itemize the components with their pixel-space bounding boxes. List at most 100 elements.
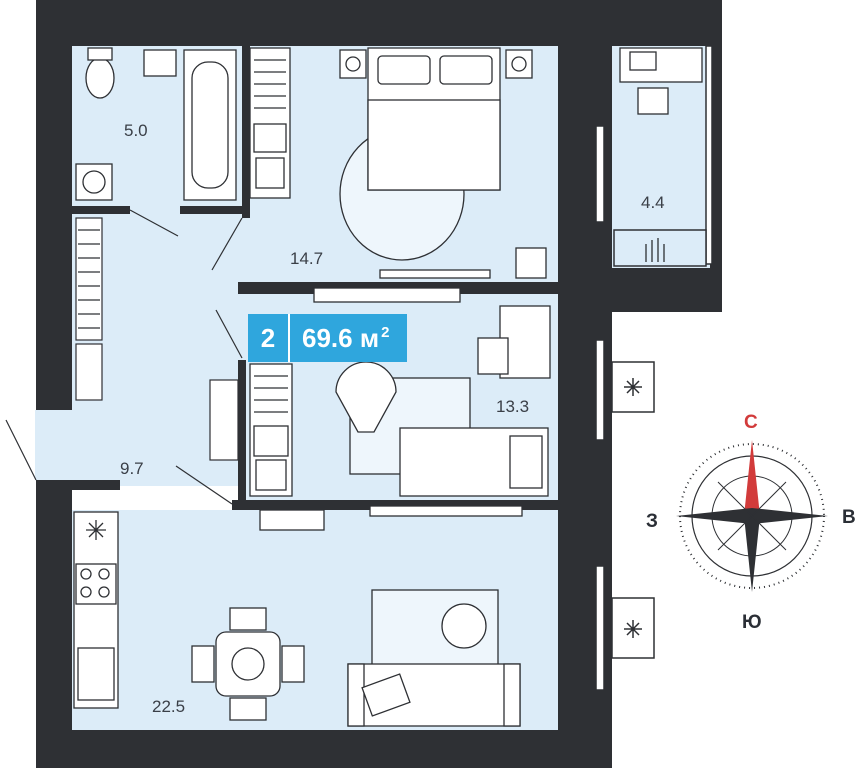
wall-balcony-bottom xyxy=(558,268,722,312)
wall-balcony-right xyxy=(710,0,722,312)
chair-bottom xyxy=(229,697,267,721)
chair-left xyxy=(191,645,215,683)
door-balcony-b xyxy=(571,179,597,223)
wall-bath-right xyxy=(242,46,250,218)
compass-needle-north xyxy=(744,440,760,516)
plant-box xyxy=(515,247,547,279)
wardrobe-bed1-hangers xyxy=(254,59,286,109)
chair-top xyxy=(229,607,267,631)
door-bath xyxy=(129,209,179,237)
wall-bath-bottom xyxy=(72,206,130,214)
walls xyxy=(36,0,722,768)
compass-needle-se xyxy=(747,511,787,551)
box-bed2 xyxy=(255,459,287,491)
compass-needle-east xyxy=(752,508,828,524)
room-area-hallway: 9.7 xyxy=(120,459,144,478)
total-area-value: 69.6 м xyxy=(302,322,380,353)
window-living xyxy=(595,565,605,691)
burner-3 xyxy=(80,586,92,598)
toilet xyxy=(85,57,115,99)
wardrobe-hall xyxy=(75,217,103,341)
box-bed1 xyxy=(255,157,285,189)
sofa-cushion xyxy=(361,673,411,717)
kitchen-sink xyxy=(77,647,115,701)
kitchen-hood-star xyxy=(86,520,106,540)
bedroom-furniture xyxy=(249,47,547,279)
wardrobe-hangers xyxy=(78,229,100,329)
wall-bottom xyxy=(36,730,606,768)
window-balcony xyxy=(705,45,713,265)
chair-balcony xyxy=(637,87,669,115)
drawers-bed2 xyxy=(253,425,289,457)
cabinet-living-top xyxy=(259,509,325,531)
washer-drum xyxy=(82,170,106,194)
door-bedroom xyxy=(211,217,243,271)
sink xyxy=(143,49,177,77)
tv-bedroom xyxy=(379,269,491,279)
compass-west-label: З xyxy=(646,511,658,532)
compass-east-label: В xyxy=(842,507,856,528)
lamp-right xyxy=(511,56,527,72)
wall-left-lower xyxy=(36,480,72,768)
door-entrance xyxy=(5,419,37,481)
armchair-bed2 xyxy=(335,361,397,433)
wardrobe-bed2-hangers xyxy=(254,375,288,413)
wall-kitchen-stub xyxy=(72,480,120,490)
window-balcony-box xyxy=(613,229,707,267)
blanket xyxy=(367,99,501,191)
sofa-arm-right xyxy=(503,663,521,727)
window-bedroom xyxy=(595,125,605,223)
burner-4 xyxy=(98,586,110,598)
pillow-left xyxy=(377,55,431,85)
room-area-bedroom2: 13.3 xyxy=(496,397,529,416)
compass-needle-west xyxy=(676,508,752,524)
windows xyxy=(595,45,713,691)
compass-needle-south xyxy=(744,516,760,592)
entrance-floor xyxy=(35,410,75,480)
tv-bed2-bottom xyxy=(369,505,523,517)
shoe-rack xyxy=(75,343,103,401)
ac-star-2 xyxy=(624,620,642,638)
burner-2 xyxy=(98,568,110,580)
compass-north-label: С xyxy=(744,412,758,433)
stove xyxy=(75,563,117,605)
living-furniture xyxy=(73,511,521,727)
room-area-balcony: 4.4 xyxy=(641,193,665,212)
burner-1 xyxy=(80,568,92,580)
lamp-left xyxy=(345,56,361,72)
coffee-table xyxy=(441,603,487,649)
room-count: 2 xyxy=(248,314,290,362)
window-bedroom2 xyxy=(595,339,605,441)
tv-stand-bed2 xyxy=(313,287,461,303)
pillow-single xyxy=(509,435,543,489)
drawers-bed1 xyxy=(253,123,287,153)
books-balcony xyxy=(645,238,665,262)
door-living xyxy=(175,465,233,505)
door-balcony-a xyxy=(571,123,597,169)
bathtub-inner xyxy=(191,61,229,189)
room-area-bedroom: 14.7 xyxy=(290,249,323,268)
chair-right xyxy=(281,645,305,683)
room-area-living-kitchen: 22.5 xyxy=(152,697,185,716)
wall-hall-bed2 xyxy=(238,360,246,510)
bedroom2-furniture xyxy=(249,287,551,531)
sofa-arm-left xyxy=(347,663,365,727)
hall-cabinet xyxy=(209,379,239,461)
wall-bed2-living xyxy=(232,500,558,510)
chair-bed2 xyxy=(477,337,509,375)
ac-star-1 xyxy=(624,378,642,396)
ac-units xyxy=(611,361,655,659)
wall-bath-bottom2 xyxy=(180,206,250,214)
wall-top xyxy=(36,0,722,46)
door-swings xyxy=(5,123,597,505)
balcony-furniture xyxy=(619,47,703,262)
hallway-wardrobe xyxy=(75,217,239,461)
compass-south-label: Ю xyxy=(742,612,762,633)
toilet-tank xyxy=(87,47,113,61)
door-bedroom2 xyxy=(215,309,243,359)
laptop-balcony xyxy=(629,51,657,71)
total-area-unit: 2 xyxy=(381,323,390,341)
